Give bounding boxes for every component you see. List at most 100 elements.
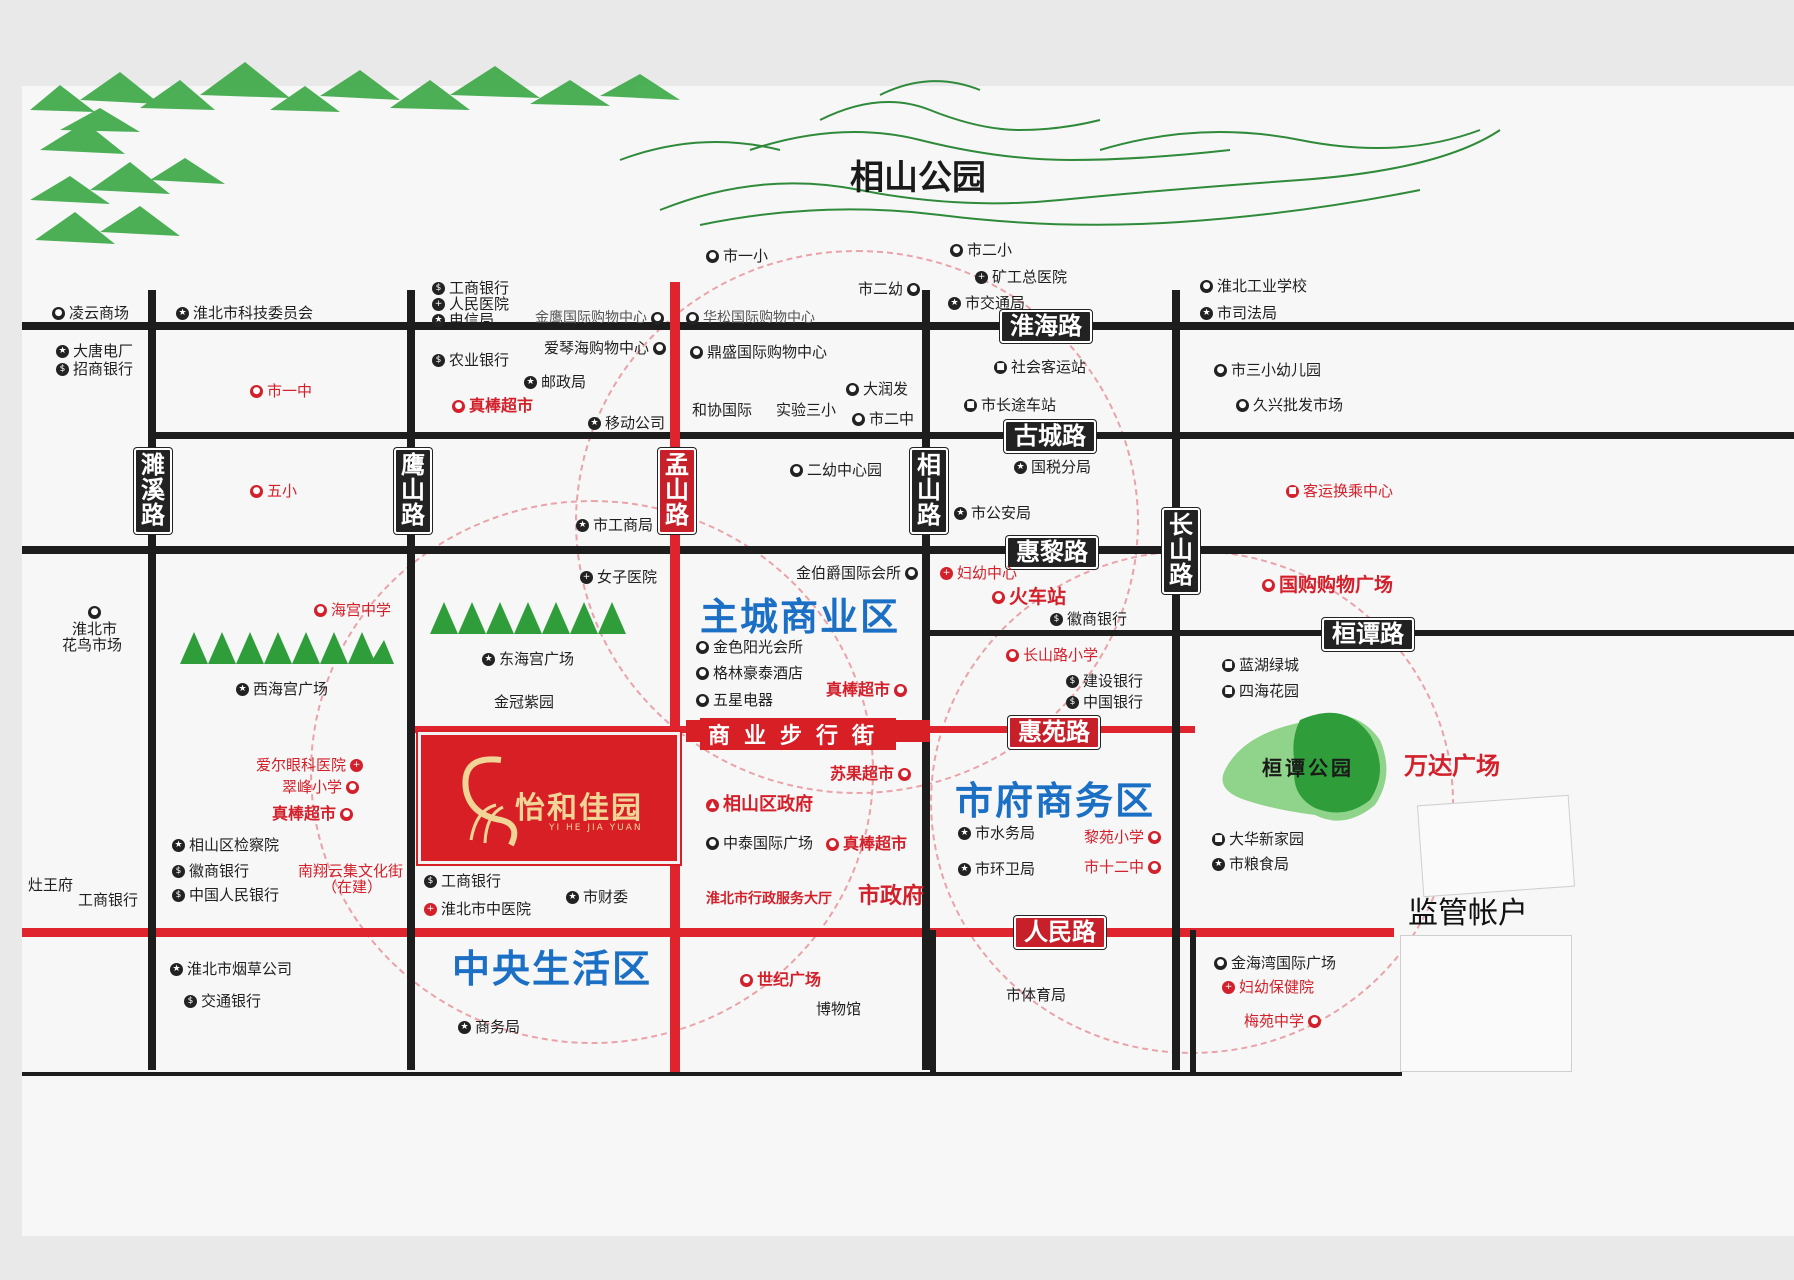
poi-item[interactable]: （在建） bbox=[322, 878, 383, 896]
poi-item[interactable]: 爱尔眼科医院+ bbox=[256, 758, 364, 773]
poi-item[interactable]: ●金海湾国际广场 bbox=[1214, 956, 1336, 971]
poi-item[interactable]: ●华松国际购物中心 bbox=[686, 311, 815, 325]
poi-item[interactable]: ★相山区检察院 bbox=[172, 838, 279, 853]
poi-item[interactable]: ★市财委 bbox=[566, 890, 628, 905]
poi-item[interactable]: +女子医院 bbox=[580, 570, 657, 585]
poi-item[interactable]: +妇幼保健院 bbox=[1222, 980, 1314, 995]
poi-item[interactable]: ●真棒超市 bbox=[452, 398, 533, 414]
poi-item[interactable]: ●五小 bbox=[250, 484, 297, 499]
school-icon: ● bbox=[1200, 280, 1213, 293]
poi-item[interactable]: 爱琴海购物中心● bbox=[544, 341, 667, 356]
poi-item[interactable]: ■客运换乘中心 bbox=[1286, 484, 1393, 499]
poi-item[interactable]: $建设银行 bbox=[1066, 674, 1143, 689]
poi-item[interactable]: 翠峰小学● bbox=[282, 780, 360, 795]
poi-item[interactable]: ★市水务局 bbox=[958, 826, 1035, 841]
poi-item[interactable]: 真棒超市● bbox=[272, 806, 354, 822]
poi-item[interactable]: ●中泰国际广场 bbox=[706, 836, 813, 851]
poi-item[interactable]: ★淮北市烟草公司 bbox=[170, 962, 292, 977]
poi-item[interactable]: ★邮政局 bbox=[524, 375, 586, 390]
poi-item[interactable]: $工商银行 bbox=[432, 281, 509, 296]
poi-item[interactable]: $中国银行 bbox=[1066, 695, 1143, 710]
poi-item[interactable]: ★移动公司 bbox=[588, 416, 665, 431]
poi-item[interactable]: ● bbox=[88, 606, 101, 619]
poi-item[interactable]: ●海宫中学 bbox=[314, 603, 391, 618]
poi-item[interactable]: ●火车站 bbox=[992, 588, 1066, 607]
poi-item[interactable]: ▲相山区政府 bbox=[706, 796, 813, 814]
poi-item[interactable]: 淮北市行政服务大厅 bbox=[706, 891, 832, 907]
poi-item[interactable]: +人民医院 bbox=[432, 297, 509, 312]
poi-item[interactable]: 金鹰国际购物中心● bbox=[535, 311, 664, 325]
poi-item[interactable]: ★电信局 bbox=[432, 313, 494, 328]
poi-item[interactable]: 市政府 bbox=[858, 884, 925, 909]
poi-item[interactable]: ●长山路小学 bbox=[1006, 648, 1098, 663]
poi-item[interactable]: ■市长途车站 bbox=[964, 398, 1056, 413]
poi-item[interactable]: ●凌云商场 bbox=[52, 306, 129, 321]
poi-item[interactable]: ●格林豪泰酒店 bbox=[696, 666, 803, 681]
poi-item[interactable]: ★市环卫局 bbox=[958, 862, 1035, 877]
poi-item[interactable]: 工商银行 bbox=[78, 891, 139, 909]
star-icon: ★ bbox=[458, 1021, 471, 1034]
poi-item[interactable]: 黎苑小学● bbox=[1084, 830, 1162, 845]
poi-item[interactable]: $农业银行 bbox=[432, 353, 509, 368]
poi-item[interactable]: ■大华新家园 bbox=[1212, 832, 1304, 847]
road-suixi bbox=[148, 290, 156, 1070]
poi-item[interactable]: $徽商银行 bbox=[172, 864, 249, 879]
poi-item[interactable]: 真棒超市● bbox=[826, 682, 908, 698]
poi-item[interactable]: ●大润发 bbox=[846, 382, 908, 397]
poi-item[interactable]: 博物馆 bbox=[816, 1000, 862, 1018]
poi-item[interactable]: ●市一中 bbox=[250, 384, 312, 399]
poi-item[interactable]: 梅苑中学● bbox=[1244, 1014, 1322, 1029]
poi-item[interactable]: $工商银行 bbox=[424, 874, 501, 889]
poi-item[interactable]: ★西海宫广场 bbox=[236, 682, 328, 697]
poi-item[interactable]: ★市工商局 bbox=[576, 518, 653, 533]
poi-item[interactable]: 南翔云集文化街 bbox=[298, 862, 404, 880]
poi-item[interactable]: ●久兴批发市场 bbox=[1236, 398, 1343, 413]
poi-item[interactable]: ●市三小幼儿园 bbox=[1214, 363, 1321, 378]
poi-item[interactable]: $徽商银行 bbox=[1050, 612, 1127, 627]
bank-icon: $ bbox=[56, 363, 69, 376]
poi-item[interactable]: ★商务局 bbox=[458, 1020, 520, 1035]
poi-item[interactable]: ●淮北工业学校 bbox=[1200, 279, 1307, 294]
poi-item[interactable]: 市十二中● bbox=[1084, 860, 1162, 875]
poi-item[interactable]: ●真棒超市 bbox=[826, 836, 907, 852]
poi-item[interactable]: ★大唐电厂 bbox=[56, 344, 133, 359]
poi-item[interactable]: ★东海宫广场 bbox=[482, 652, 574, 667]
poi-item[interactable]: 和协国际 bbox=[692, 401, 753, 419]
project-highlight[interactable]: 怡和佳园 YI HE JIA YUAN bbox=[418, 732, 680, 864]
poi-item[interactable]: ★市公安局 bbox=[954, 506, 1031, 521]
poi-item[interactable]: 实验三小 bbox=[776, 401, 837, 419]
poi-item[interactable]: 灶王府 bbox=[28, 876, 74, 894]
poi-item[interactable]: ★市粮食局 bbox=[1212, 857, 1289, 872]
poi-item[interactable]: ■社会客运站 bbox=[994, 360, 1086, 375]
poi-item[interactable]: ●世纪广场 bbox=[740, 972, 821, 988]
poi-item[interactable]: 苏果超市● bbox=[830, 766, 912, 782]
poi-wanda[interactable]: 万达广场 bbox=[1404, 752, 1500, 780]
poi-item[interactable]: ●国购购物广场 bbox=[1262, 576, 1393, 595]
hospital-icon: + bbox=[350, 759, 364, 772]
poi-item[interactable]: ■蓝湖绿城 bbox=[1222, 658, 1299, 673]
poi-item[interactable]: +矿工总医院 bbox=[975, 270, 1067, 285]
poi-item[interactable]: $中国人民银行 bbox=[172, 888, 279, 903]
poi-item[interactable]: ●市二小 bbox=[950, 243, 1012, 258]
poi-item[interactable]: 市体育局 bbox=[1006, 986, 1067, 1004]
poi-item[interactable]: ●金色阳光会所 bbox=[696, 640, 803, 655]
poi-item[interactable]: ★市司法局 bbox=[1200, 306, 1277, 321]
poi-item[interactable]: ★淮北市科技委员会 bbox=[176, 306, 313, 321]
poi-item[interactable]: ●五星电器 bbox=[696, 693, 773, 708]
poi-item[interactable]: 淮北市 bbox=[72, 620, 118, 638]
poi-item[interactable]: ●鼎盛国际购物中心 bbox=[690, 345, 827, 360]
poi-item[interactable]: +妇幼中心 bbox=[940, 566, 1017, 581]
poi-item[interactable]: 花鸟市场 bbox=[62, 636, 123, 654]
poi-item[interactable]: ■四海花园 bbox=[1222, 684, 1299, 699]
poi-item[interactable]: $交通银行 bbox=[184, 994, 261, 1009]
poi-item[interactable]: ★国税分局 bbox=[1014, 460, 1091, 475]
poi-item[interactable]: 市二幼● bbox=[858, 282, 921, 297]
poi-item[interactable]: ●市二中 bbox=[852, 412, 914, 427]
poi-item[interactable]: $招商银行 bbox=[56, 362, 133, 377]
poi-item[interactable]: ●市一小 bbox=[706, 249, 768, 264]
poi-item[interactable]: +淮北市中医院 bbox=[424, 902, 531, 917]
poi-item[interactable]: 金伯爵国际会所● bbox=[796, 566, 919, 581]
poi-item[interactable]: ★市交通局 bbox=[948, 296, 1025, 311]
poi-item[interactable]: 金冠紫园 bbox=[494, 693, 555, 711]
poi-item[interactable]: ●二幼中心园 bbox=[790, 463, 882, 478]
